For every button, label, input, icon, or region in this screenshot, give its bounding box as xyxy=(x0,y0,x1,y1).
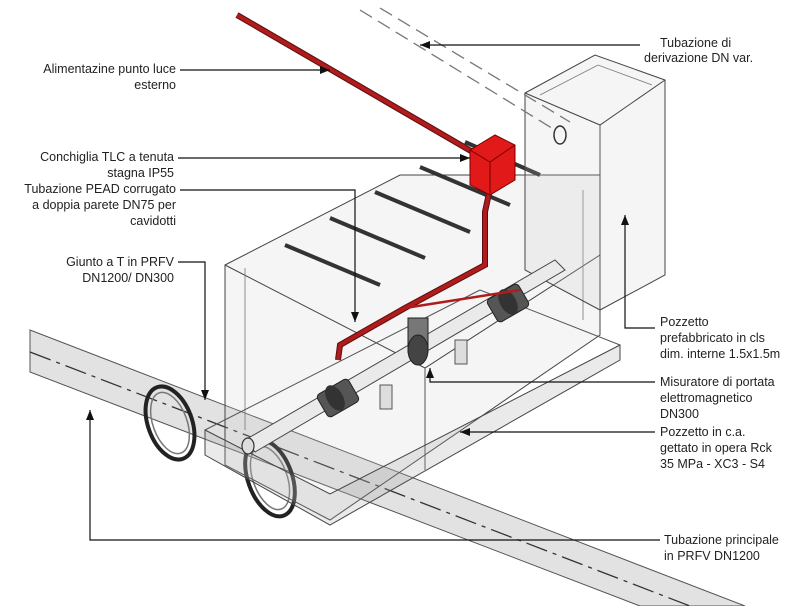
svg-text:Pozzetto in c.a.: Pozzetto in c.a. xyxy=(660,425,745,439)
svg-text:in PRFV DN1200: in PRFV DN1200 xyxy=(664,549,760,563)
tlc-box xyxy=(469,134,516,196)
svg-text:cavidotti: cavidotti xyxy=(130,214,176,228)
label-tubazione-principale: Tubazione principale in PRFV DN1200 xyxy=(664,533,779,563)
svg-text:dim. interne 1.5x1.5m: dim. interne 1.5x1.5m xyxy=(660,347,780,361)
label-pozzetto-ca: Pozzetto in c.a. gettato in opera Rck 35… xyxy=(660,425,773,471)
label-alimentazione: Alimentazine punto luce esterno xyxy=(43,62,176,92)
leader-lines xyxy=(86,41,660,541)
label-misuratore: Misuratore di portata elettromagnetico D… xyxy=(660,375,775,421)
svg-text:Tubazione PEAD corrugato: Tubazione PEAD corrugato xyxy=(24,182,176,196)
svg-text:elettromagnetico: elettromagnetico xyxy=(660,391,752,405)
svg-text:esterno: esterno xyxy=(134,78,176,92)
svg-text:gettato in opera Rck: gettato in opera Rck xyxy=(660,441,773,455)
svg-text:derivazione DN var.: derivazione DN var. xyxy=(644,51,753,65)
svg-text:35 MPa - XC3 - S4: 35 MPa - XC3 - S4 xyxy=(660,457,765,471)
svg-text:Giunto a T in PRFV: Giunto a T in PRFV xyxy=(66,255,175,269)
label-giunto: Giunto a T in PRFV DN1200/ DN300 xyxy=(66,255,175,285)
flow-meter xyxy=(407,317,429,366)
label-derivazione: Tubazione di derivazione DN var. xyxy=(644,36,753,65)
label-tubazione-pead: Tubazione PEAD corrugato a doppia parete… xyxy=(24,182,176,228)
svg-text:DN1200/ DN300: DN1200/ DN300 xyxy=(82,271,174,285)
valve-left xyxy=(316,378,360,418)
prefab-chamber xyxy=(524,54,666,311)
pipe-flange-ring xyxy=(143,384,197,462)
label-pozzetto-prefabbricato: Pozzetto prefabbricato in cls dim. inter… xyxy=(660,315,780,361)
valve-right xyxy=(486,283,530,323)
svg-text:Misuratore di portata: Misuratore di portata xyxy=(660,375,775,389)
branch-pipe xyxy=(359,7,571,131)
svg-text:Tubazione di: Tubazione di xyxy=(660,36,731,50)
internal-pipe xyxy=(241,259,566,455)
branch-pipe-opening xyxy=(553,125,567,145)
svg-text:Conchiglia TLC a tenuta: Conchiglia TLC a tenuta xyxy=(40,150,174,164)
svg-text:prefabbricato in cls: prefabbricato in cls xyxy=(660,331,765,345)
svg-text:Tubazione principale: Tubazione principale xyxy=(664,533,779,547)
svg-text:stagna IP55: stagna IP55 xyxy=(107,166,174,180)
svg-text:a doppia parete DN75 per: a doppia parete DN75 per xyxy=(32,198,176,212)
svg-text:Pozzetto: Pozzetto xyxy=(660,315,709,329)
svg-text:DN300: DN300 xyxy=(660,407,699,421)
label-conchiglia: Conchiglia TLC a tenuta stagna IP55 xyxy=(40,150,174,180)
svg-text:Alimentazine punto luce: Alimentazine punto luce xyxy=(43,62,176,76)
